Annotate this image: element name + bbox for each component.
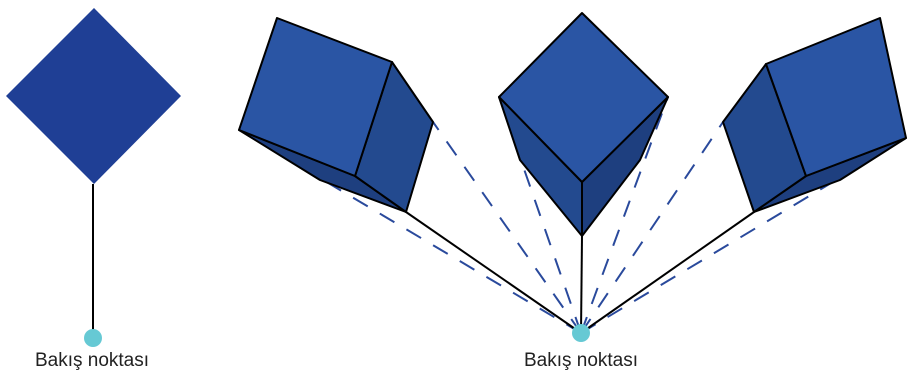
sight-lines — [405, 211, 755, 334]
dashed-ray — [238, 129, 582, 334]
perspective-view-group — [238, 12, 907, 342]
sight-line-to-center-cube — [580, 235, 583, 334]
cube-center-top-face — [498, 12, 669, 183]
cube-center — [498, 12, 669, 237]
sight-line-to-left-cube — [405, 211, 582, 334]
viewpoint-dot-left — [84, 329, 102, 347]
dashed-ray — [580, 121, 724, 334]
dashed-ray — [580, 96, 669, 334]
flat-view-group — [6, 8, 181, 347]
dashed-ray — [432, 121, 582, 334]
viewpoint-label-center: Bakış noktası — [523, 350, 639, 371]
dashed-ray — [498, 96, 582, 334]
cube-right-front-face — [765, 17, 907, 177]
viewpoint-label-left: Bakış noktası — [34, 350, 150, 371]
diamond-shape — [6, 8, 181, 184]
cube-left — [238, 17, 434, 213]
viewpoint-dot-center — [572, 324, 590, 342]
cube-left-front-face — [238, 17, 393, 177]
cube-right — [722, 17, 907, 213]
sight-line-to-right-cube — [580, 211, 755, 334]
